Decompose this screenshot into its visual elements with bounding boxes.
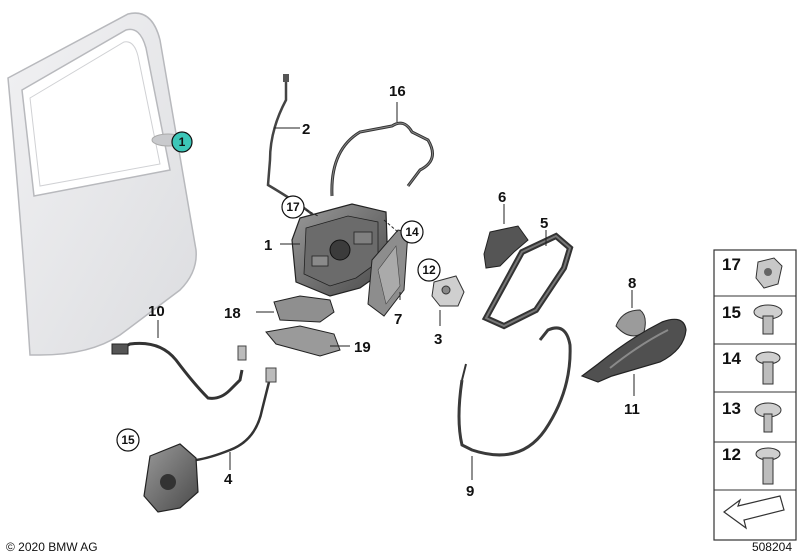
part-18-bracket	[256, 295, 335, 323]
part-labels: 2 16 1 6 5 8 7 3 18 19 10 11 4 9	[148, 83, 640, 500]
circled-label-17: 17	[281, 195, 305, 219]
circled-label-1-text: 1	[179, 135, 186, 149]
part-11-outer-handle	[580, 318, 687, 396]
part-7-bracket	[367, 229, 409, 317]
leader-17	[305, 209, 319, 217]
part-10-cable	[111, 320, 247, 400]
lower-lock-unit	[143, 443, 199, 513]
label-18: 18	[224, 305, 241, 322]
clip-nut-icon	[755, 257, 783, 289]
part-1-door-lock	[280, 203, 389, 297]
rear-door-panel	[7, 12, 197, 356]
image-number: 508204	[751, 540, 792, 554]
label-2: 2	[302, 121, 310, 138]
part-16-cable	[330, 102, 434, 197]
part-9-cable	[457, 326, 572, 480]
label-16: 16	[389, 83, 406, 100]
screw-icon	[755, 351, 781, 385]
part-4-cable	[195, 367, 277, 470]
circled-label-1: 1	[171, 131, 193, 153]
label-6: 6	[498, 189, 506, 206]
label-10: 10	[148, 303, 165, 320]
circled-label-15: 15	[116, 428, 140, 452]
part-8-key-cap	[615, 290, 646, 337]
part-2-lock-rod	[266, 74, 313, 215]
label-7: 7	[394, 311, 402, 328]
screw-icon	[753, 304, 783, 335]
leader-14	[383, 219, 399, 233]
circled-label-12: 12	[417, 258, 441, 282]
circled-label-14-text: 14	[405, 225, 419, 239]
label-8: 8	[628, 275, 636, 292]
screw-icon	[754, 402, 782, 433]
circled-label-17-text: 17	[286, 200, 300, 214]
circled-label-15-text: 15	[121, 433, 135, 447]
part-6-handle-carrier-clip	[483, 204, 529, 269]
fastener-12-label: 12	[722, 445, 741, 464]
label-11: 11	[624, 401, 640, 418]
circled-label-14: 14	[400, 220, 424, 244]
part-5-handle-carrier	[481, 230, 574, 330]
label-3: 3	[434, 331, 442, 348]
screw-icon	[755, 447, 781, 485]
label-9: 9	[466, 483, 474, 500]
fastener-13-label: 13	[722, 399, 741, 418]
part-3-striker	[431, 275, 465, 326]
direction-arrow-icon	[722, 495, 785, 530]
label-19: 19	[354, 339, 371, 356]
label-1: 1	[264, 237, 272, 254]
fastener-14-label: 14	[722, 349, 741, 368]
circled-label-12-text: 12	[422, 263, 436, 277]
fastener-panel: 17 15 14 13 12	[713, 249, 797, 541]
fastener-15-label: 15	[722, 303, 741, 322]
fastener-17-label: 17	[722, 255, 741, 274]
label-4: 4	[224, 471, 233, 488]
label-5: 5	[540, 215, 548, 232]
copyright: © 2020 BMW AG	[6, 540, 98, 554]
part-19-bracket	[265, 325, 350, 357]
